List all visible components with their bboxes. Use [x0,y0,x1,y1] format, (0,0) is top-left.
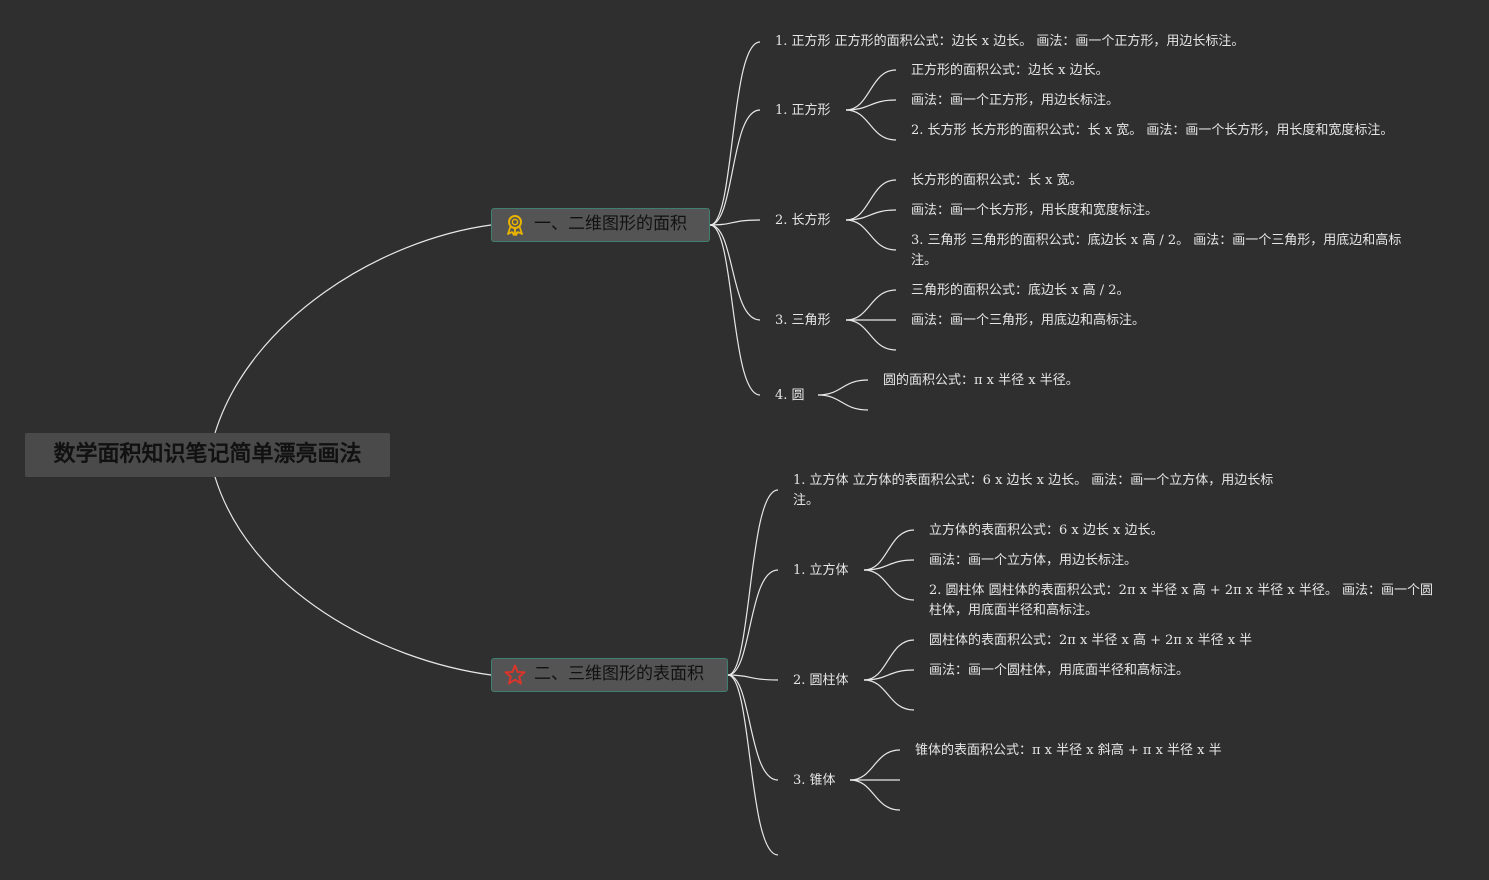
leaf-item[interactable]: 正方形的面积公式：边长 x 边长。 [911,63,1109,78]
leaf-item[interactable]: 3. 三角形 三角形的面积公式：底边长 x 高 / 2。 画法：画一个三角形，用… [911,233,1402,268]
leaf-item[interactable]: 画法：画一个长方形，用长度和宽度标注。 [911,203,1159,218]
leaf-item[interactable]: 锥体的表面积公式：π x 半径 x 斜高 + π x 半径 x 半 [915,743,1222,758]
branch-2d-area[interactable]: 一、二维图形的面积 [491,208,710,242]
link-b1-c4 [709,224,761,396]
subtopic-triangle[interactable]: 3. 三角形 [775,313,831,328]
subtopic-circle[interactable]: 4. 圆 [775,388,805,403]
leaf-item[interactable]: 圆的面积公式：π x 半径 x 半径。 [883,373,1079,388]
link-b1-c2 [709,219,761,226]
link-b1-c3 [709,224,761,321]
leaf-item[interactable]: 画法：画一个圆柱体，用底面半径和高标注。 [929,663,1190,678]
subtopic-cube[interactable]: 1. 立方体 [793,563,849,578]
subtopic-square[interactable]: 1. 正方形 [775,103,831,118]
leaf-item[interactable]: 2. 圆柱体 圆柱体的表面积公式：2π x 半径 x 高 + 2π x 半径 x… [929,583,1433,618]
link-b2-c2 [727,674,779,681]
branch-3d-surface-area[interactable]: 二、三维图形的表面积 [491,658,728,692]
link-b2-note [727,489,779,676]
branch-note[interactable]: 1. 立方体 立方体的表面积公式：6 x 边长 x 边长。 画法：画一个立方体，… [793,473,1274,508]
award-ribbon-icon [507,215,523,236]
subtopic-rectangle[interactable]: 2. 长方形 [775,213,831,228]
leaf-item[interactable]: 立方体的表面积公式：6 x 边长 x 边长。 [929,523,1164,538]
link-b2-extra [727,674,779,856]
leaf-item[interactable]: 圆柱体的表面积公式：2π x 半径 x 高 + 2π x 半径 x 半 [929,633,1253,648]
link-root-branch-1 [214,224,492,434]
leaf-item[interactable]: 画法：画一个三角形，用底边和高标注。 [911,313,1146,328]
link-b2-c3 [727,674,779,781]
subtopic-cylinder[interactable]: 2. 圆柱体 [793,673,849,688]
leaf-item[interactable]: 2. 长方形 长方形的面积公式：长 x 宽。 画法：画一个长方形，用长度和宽度标… [911,123,1394,138]
subtopic-cone[interactable]: 3. 锥体 [793,773,836,788]
link-b1-c1 [709,109,761,226]
root-topic[interactable]: 数学面积知识笔记简单漂亮画法 [25,433,390,477]
link-root-branch-2 [214,476,492,676]
branch-label: 一、二维图形的面积 [534,214,687,234]
branch-note[interactable]: 1. 正方形 正方形的面积公式：边长 x 边长。 画法：画一个正方形，用边长标注… [775,34,1245,49]
leaf-item[interactable]: 三角形的面积公式：底边长 x 高 / 2。 [911,283,1130,298]
leaf-item[interactable]: 画法：画一个正方形，用边长标注。 [911,93,1120,108]
leaf-item[interactable]: 画法：画一个立方体，用边长标注。 [929,553,1138,568]
star-icon [504,664,526,685]
leaf-item[interactable]: 长方形的面积公式：长 x 宽。 [911,173,1083,188]
link-b1-note [709,41,761,226]
link-b2-c1 [727,569,779,676]
branch-label: 二、三维图形的表面积 [534,664,704,684]
